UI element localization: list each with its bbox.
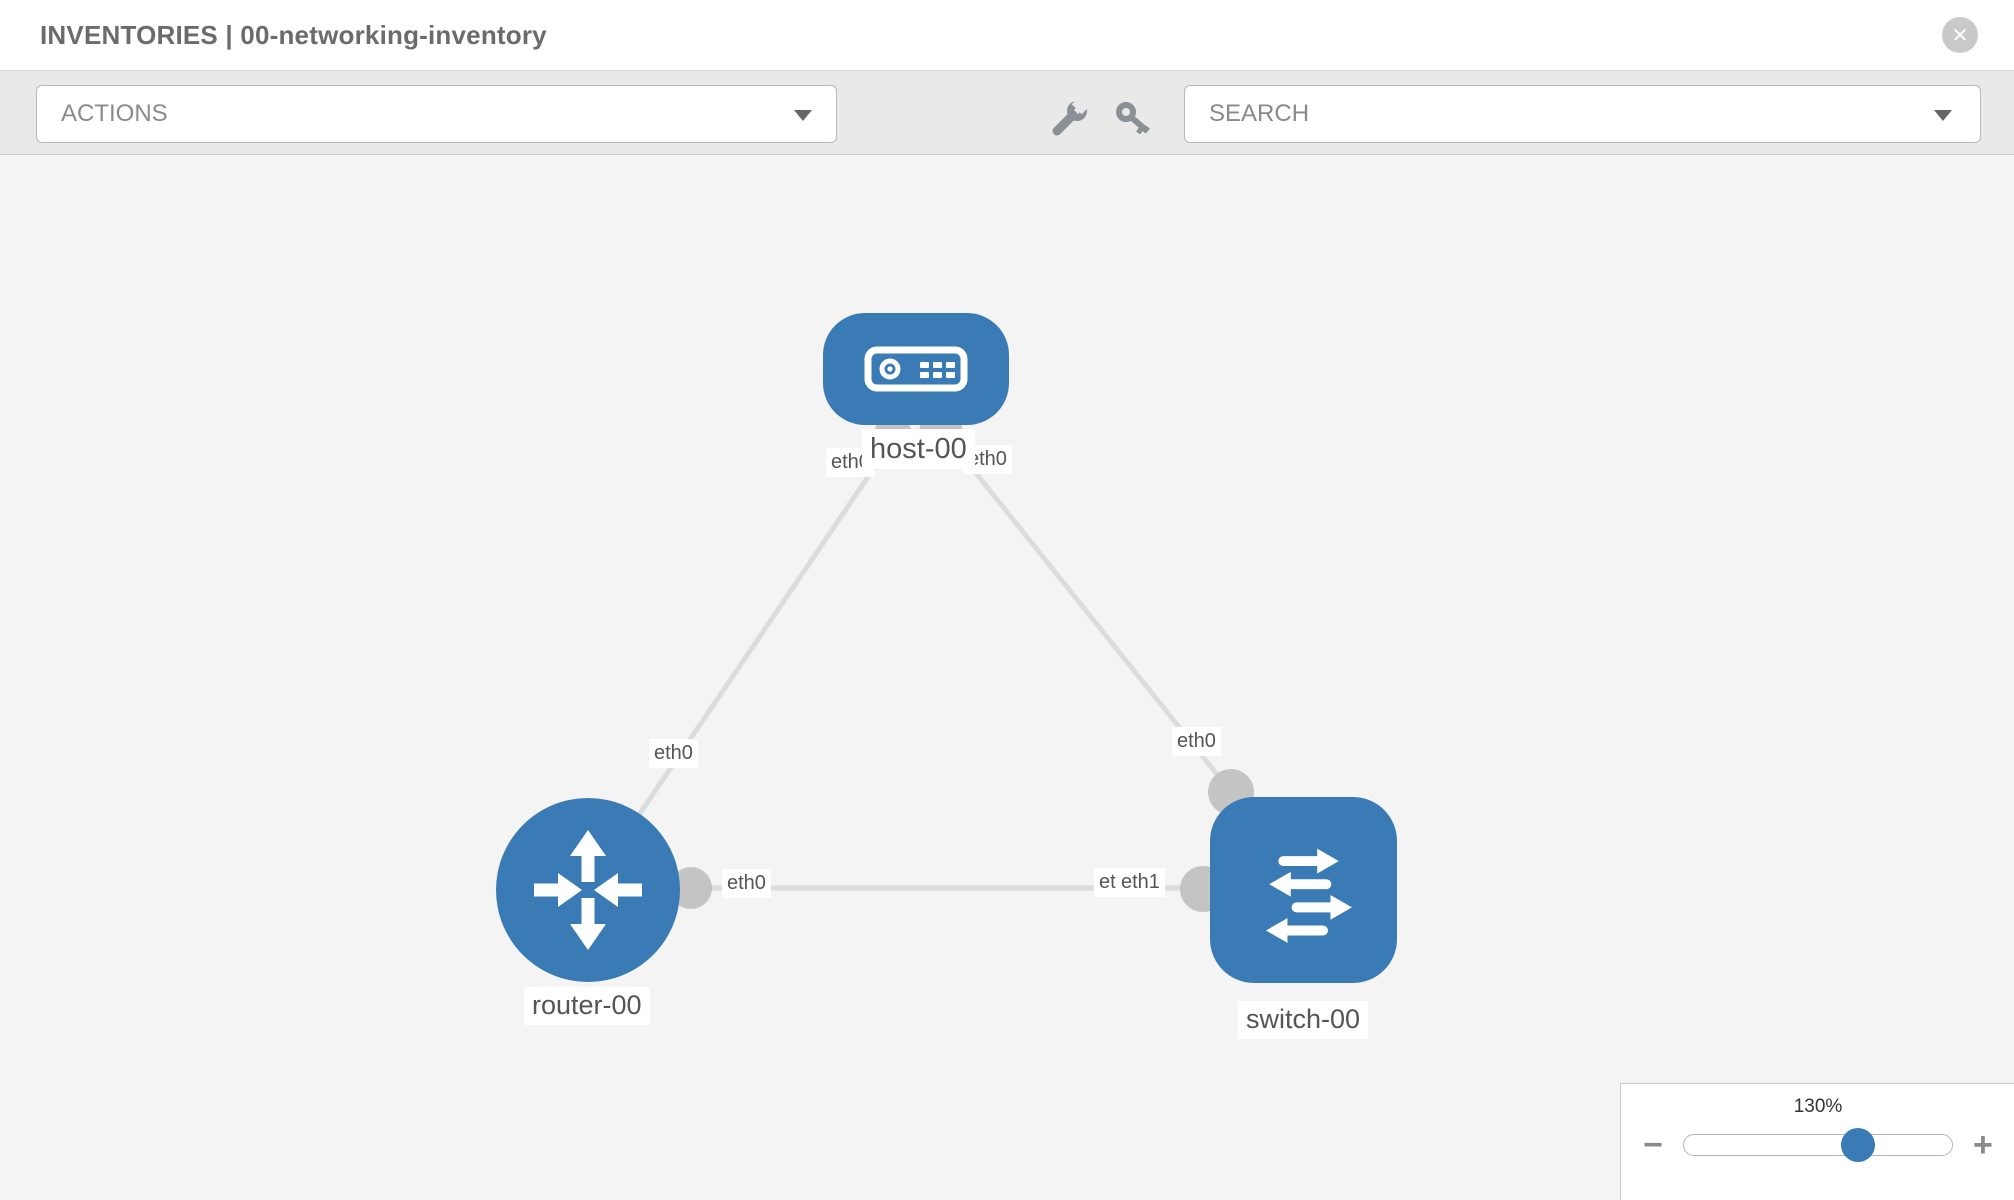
actions-dropdown-label: ACTIONS [61, 100, 168, 127]
node-switch-00[interactable] [1210, 797, 1397, 983]
interface-dot [670, 867, 712, 909]
close-button[interactable]: ✕ [1942, 17, 1978, 53]
zoom-slider-thumb[interactable] [1841, 1128, 1875, 1162]
links-layer [585, 411, 1302, 912]
interface-label: eth0 [1172, 727, 1221, 756]
chevron-down-icon [1934, 110, 1952, 121]
router-icon [534, 830, 642, 950]
topology-canvas[interactable]: eth0 eth0 eth0 eth0 eth0 eth0 eth1 host-… [0, 155, 2014, 1200]
wrench-icon [1052, 100, 1088, 136]
switch-icon [1265, 848, 1352, 943]
interface-label: eth0 [649, 739, 698, 768]
key-button[interactable] [1112, 99, 1156, 139]
host-icon [864, 346, 968, 392]
search-dropdown-label: SEARCH [1209, 100, 1310, 127]
zoom-slider-track[interactable] [1683, 1128, 1953, 1162]
zoom-in-button[interactable]: + [1973, 1126, 1993, 1164]
node-label-host-00: host-00 [862, 429, 975, 470]
node-host-00[interactable] [823, 313, 1009, 425]
close-icon: ✕ [1951, 24, 1969, 47]
interface-label: eth1 [1116, 868, 1165, 897]
search-dropdown[interactable]: SEARCH [1184, 85, 1981, 143]
page-title: INVENTORIES | 00-networking-inventory [40, 19, 547, 50]
node-router-00[interactable] [496, 798, 680, 982]
toolbar: ACTIONS SEARCH [0, 70, 2014, 155]
chevron-down-icon [794, 110, 812, 121]
node-label-switch-00: switch-00 [1238, 1001, 1369, 1039]
interface-label: eth0 [722, 869, 771, 898]
panel-header: INVENTORIES | 00-networking-inventory ✕ [0, 0, 2014, 70]
node-label-router-00: router-00 [524, 987, 650, 1025]
wrench-button[interactable] [1047, 99, 1091, 139]
zoom-level: 130% [1793, 1096, 1843, 1117]
zoom-panel: 130% − + [1620, 1083, 2014, 1200]
key-icon [1116, 102, 1150, 135]
zoom-out-button[interactable]: − [1643, 1126, 1663, 1164]
actions-dropdown[interactable]: ACTIONS [36, 85, 837, 143]
